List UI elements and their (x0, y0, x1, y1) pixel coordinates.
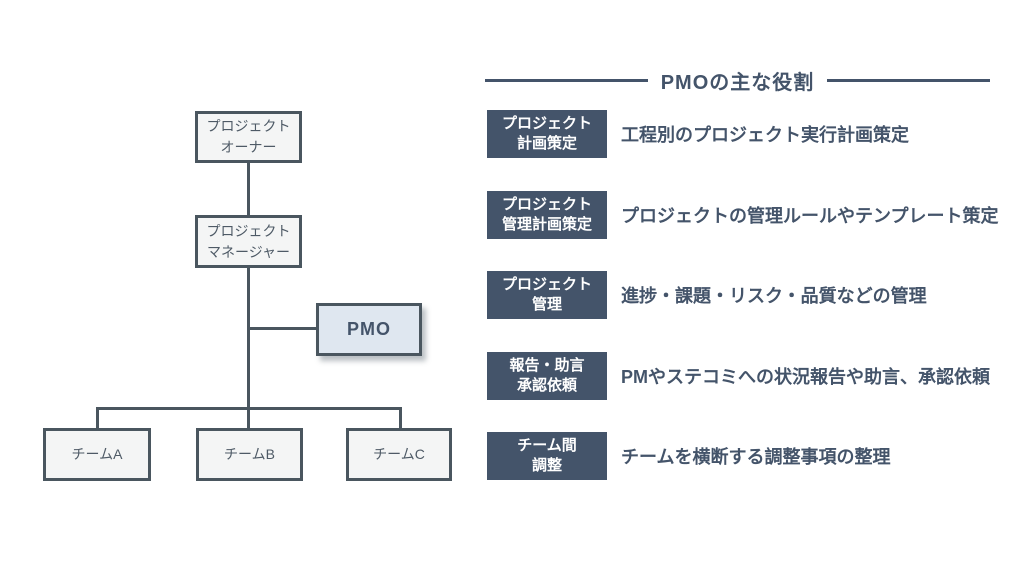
role-label: チーム間 調整 (487, 432, 607, 480)
node-team-a: チームA (43, 428, 151, 481)
connector-pmo (250, 327, 316, 330)
role-description: 工程別のプロジェクト実行計画策定 (621, 125, 909, 145)
role-row-project-planning: プロジェクト 計画策定 工程別のプロジェクト実行計画策定 (487, 110, 909, 158)
role-description: 進捗・課題・リスク・品質などの管理 (621, 286, 927, 306)
role-label: プロジェクト 管理 (487, 271, 607, 319)
role-label: プロジェクト 管理計画策定 (487, 191, 607, 239)
node-team-c: チームC (346, 428, 452, 481)
connector-drop-team-c (399, 407, 402, 428)
role-row-reporting-advice: 報告・助言 承認依頼 PMやステコミへの状況報告や助言、承認依頼 (487, 352, 990, 400)
title-rule-left (485, 78, 648, 82)
connector-trunk (247, 268, 250, 428)
connector-drop-team-a (96, 407, 99, 428)
role-label: 報告・助言 承認依頼 (487, 352, 607, 400)
title-rule-right (827, 78, 990, 82)
role-description: PMやステコミへの状況報告や助言、承認依頼 (621, 367, 990, 387)
roles-panel-title: PMOの主な役割 (660, 71, 815, 94)
connector-branch (96, 407, 402, 410)
node-pmo: PMO (316, 303, 422, 356)
node-team-b: チームB (196, 428, 303, 481)
node-project-owner: プロジェクト オーナー (195, 111, 302, 163)
node-project-manager: プロジェクト マネージャー (195, 215, 302, 268)
role-row-team-coordination: チーム間 調整 チームを横断する調整事項の整理 (487, 432, 890, 480)
role-label: プロジェクト 計画策定 (487, 110, 607, 158)
connector-owner-manager (247, 163, 250, 215)
role-row-project-management: プロジェクト 管理 進捗・課題・リスク・品質などの管理 (487, 271, 927, 319)
role-description: プロジェクトの管理ルールやテンプレート策定 (621, 206, 999, 226)
role-row-management-planning: プロジェクト 管理計画策定 プロジェクトの管理ルールやテンプレート策定 (487, 191, 998, 239)
role-description: チームを横断する調整事項の整理 (621, 447, 891, 467)
roles-header: PMOの主な役割 (485, 68, 990, 94)
